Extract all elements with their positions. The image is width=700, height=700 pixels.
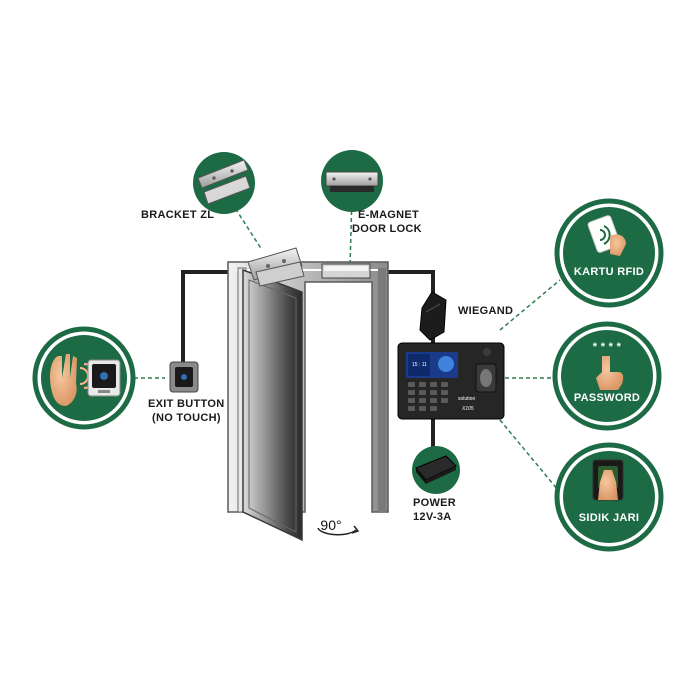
rfid-card-icon bbox=[587, 215, 626, 256]
power-icon-circle bbox=[412, 446, 460, 494]
password-circle: * * * * PASSWORD bbox=[552, 321, 662, 431]
bracket-zl-on-door bbox=[247, 247, 305, 287]
wiegand-label: WIEGAND bbox=[458, 305, 513, 317]
exit-button-circle bbox=[32, 326, 136, 430]
password-stars: * * * * bbox=[593, 341, 622, 353]
emagnet-label-1: E-MAGNET bbox=[358, 209, 419, 221]
exit-label-1: EXIT BUTTON bbox=[148, 398, 224, 410]
power-label-1: POWER bbox=[413, 497, 456, 509]
bracket-label: BRACKET ZL bbox=[141, 209, 214, 221]
exit-label-2: (NO TOUCH) bbox=[152, 412, 221, 424]
exit-button-icon bbox=[87, 359, 121, 397]
fingerprint-icon bbox=[592, 459, 624, 501]
cables bbox=[181, 270, 435, 455]
angle-indicator: 90° bbox=[317, 517, 360, 536]
kartu-rfid-label: KARTU RFID bbox=[574, 266, 644, 278]
device-model: X105 bbox=[461, 406, 474, 412]
emagnet-label-2: DOOR LOCK bbox=[352, 223, 422, 235]
kartu-rfid-circle: KARTU RFID bbox=[554, 198, 664, 308]
angle-label: 90° bbox=[320, 517, 341, 533]
password-label: PASSWORD bbox=[574, 392, 640, 404]
bracket-zl-icon bbox=[193, 152, 255, 214]
device-brand: solution bbox=[458, 396, 475, 402]
e-magnet-lock-icon bbox=[321, 150, 383, 212]
sidik-jari-label: SIDIK JARI bbox=[579, 512, 639, 524]
password-hand-icon bbox=[596, 356, 624, 390]
power-label-2: 12V-3A bbox=[413, 511, 452, 523]
keypad bbox=[408, 382, 448, 411]
device-screen-text: 15 : 11 bbox=[412, 362, 427, 368]
e-magnet-on-frame bbox=[321, 263, 371, 279]
wiegand-converter bbox=[419, 291, 447, 341]
sidik-jari-circle: SIDIK JARI bbox=[554, 442, 664, 552]
fingerprint-terminal-icon: 15 : 11 solution X105 bbox=[397, 342, 505, 420]
power-adapter-icon bbox=[415, 455, 457, 484]
door-leaf bbox=[242, 268, 303, 542]
exit-button-device bbox=[169, 361, 199, 393]
